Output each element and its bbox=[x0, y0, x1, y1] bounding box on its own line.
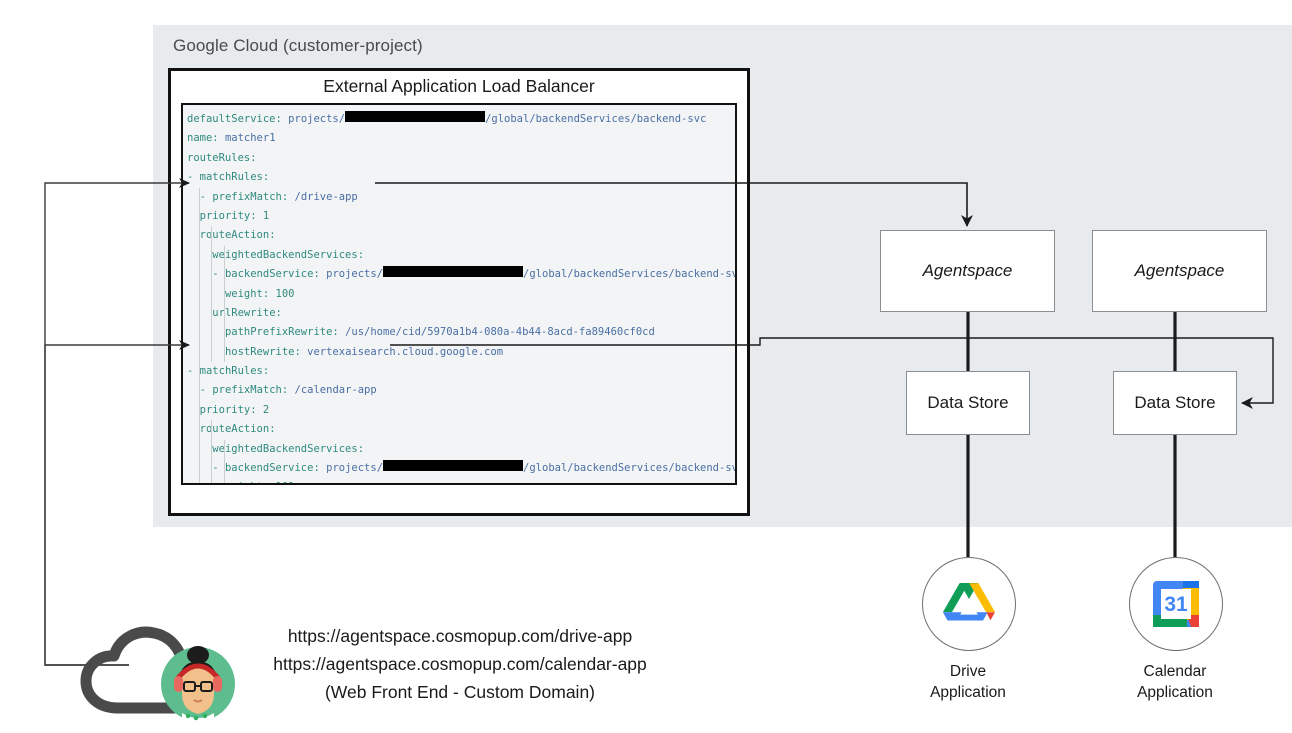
yaml-line: name: matcher1 bbox=[187, 132, 276, 145]
yaml-line: urlRewrite: bbox=[212, 306, 282, 319]
calendar-caption-line1: Calendar bbox=[1143, 663, 1207, 680]
datastore-drive-box[interactable]: Data Store bbox=[906, 371, 1030, 435]
yaml-line: weightedBackendServices: bbox=[212, 248, 365, 261]
yaml-code-lines: defaultService: projects/ /global/backen… bbox=[187, 110, 737, 483]
user-avatar-icon bbox=[161, 646, 235, 721]
yaml-line: - backendService: projects/ /global/back… bbox=[212, 460, 737, 475]
yaml-line: - matchRules: bbox=[187, 171, 270, 184]
drive-application-caption: Drive Application bbox=[883, 661, 1053, 703]
client-url-text: https://agentspace.cosmopup.com/drive-ap… bbox=[250, 622, 670, 706]
agentspace-drive-label: Agentspace bbox=[922, 261, 1013, 280]
yaml-line: routeAction: bbox=[199, 229, 276, 242]
yaml-line: - prefixMatch: /drive-app bbox=[199, 190, 358, 203]
yaml-line: weight: 100 bbox=[224, 287, 295, 300]
calendar-application-caption: Calendar Application bbox=[1090, 661, 1260, 703]
datastore-calendar-label: Data Store bbox=[1134, 393, 1216, 412]
yaml-line: - prefixMatch: /calendar-app bbox=[199, 384, 377, 397]
load-balancer-title: External Application Load Balancer bbox=[323, 76, 595, 96]
agentspace-calendar-box[interactable]: Agentspace bbox=[1092, 230, 1267, 312]
yaml-indent-guide bbox=[211, 226, 213, 363]
yaml-line: defaultService: projects/ /global/backen… bbox=[187, 111, 707, 125]
google-drive-icon bbox=[943, 583, 995, 621]
yaml-indent-guide bbox=[198, 362, 200, 483]
yaml-indent-guide bbox=[198, 187, 200, 363]
google-calendar-icon: 31 bbox=[1153, 581, 1199, 627]
yaml-indent-guide bbox=[223, 245, 225, 363]
url-calendar: https://agentspace.cosmopup.com/calendar… bbox=[273, 654, 647, 674]
yaml-indent-guide bbox=[223, 439, 225, 483]
yaml-indent-guide bbox=[211, 420, 213, 483]
yaml-line: weightedBackendServices: bbox=[212, 442, 365, 455]
calendar-day-number: 31 bbox=[1164, 593, 1188, 616]
datastore-calendar-box[interactable]: Data Store bbox=[1113, 371, 1237, 435]
client-endpoint-group bbox=[74, 616, 244, 722]
datastore-drive-label: Data Store bbox=[927, 393, 1009, 412]
yaml-line: - matchRules: bbox=[187, 365, 270, 378]
agentspace-calendar-label: Agentspace bbox=[1134, 261, 1225, 280]
agentspace-drive-box[interactable]: Agentspace bbox=[880, 230, 1055, 312]
yaml-line: - backendService: projects/ /global/back… bbox=[212, 266, 737, 281]
url-map-yaml-code-block: defaultService: projects/ /global/backen… bbox=[181, 103, 737, 485]
calendar-caption-line2: Application bbox=[1137, 684, 1213, 701]
yaml-line: hostRewrite: vertexaisearch.cloud.google… bbox=[224, 345, 504, 358]
yaml-line: weight: 101 bbox=[187, 478, 735, 483]
yaml-line: routeRules: bbox=[187, 151, 257, 164]
client-subtitle: (Web Front End - Custom Domain) bbox=[324, 682, 596, 702]
calendar-application-circle[interactable]: 31 bbox=[1129, 557, 1223, 651]
google-cloud-label: Google Cloud (customer-project) bbox=[173, 36, 423, 55]
yaml-line: priority: 2 bbox=[199, 403, 270, 416]
drive-caption-line2: Application bbox=[930, 684, 1006, 701]
yaml-line: pathPrefixRewrite: /us/home/cid/5970a1b4… bbox=[224, 326, 655, 339]
drive-application-circle[interactable] bbox=[922, 557, 1016, 651]
yaml-line: priority: 1 bbox=[199, 209, 270, 222]
yaml-line: routeAction: bbox=[199, 423, 276, 436]
url-drive: https://agentspace.cosmopup.com/drive-ap… bbox=[287, 626, 633, 646]
drive-caption-line1: Drive bbox=[949, 663, 987, 680]
